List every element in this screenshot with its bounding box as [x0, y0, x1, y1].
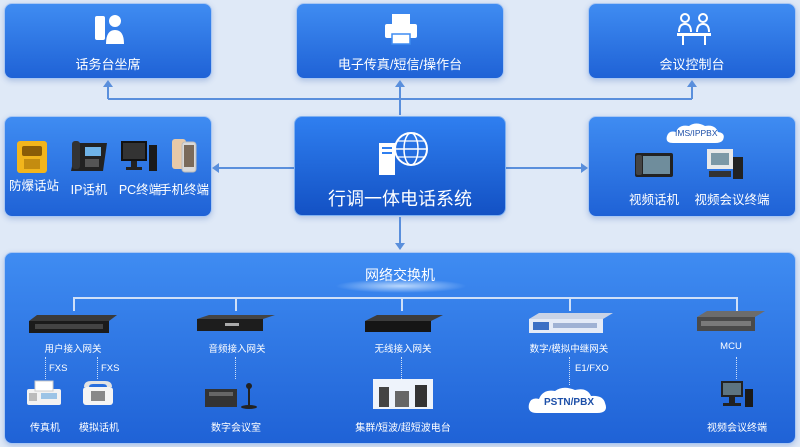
bus-drop-4: [569, 297, 571, 311]
drop-conf-room: [235, 357, 236, 379]
meeting-icon: [677, 13, 711, 45]
explosion-proof-phone-icon: [17, 141, 47, 173]
video-conf-terminal-icon: [721, 381, 753, 407]
arrow-up-icon: [103, 80, 113, 87]
audio-gateway-label: 音频接入网关: [208, 344, 266, 355]
analog-phone-icon: [83, 381, 113, 405]
fxs-label-2: FXS: [101, 363, 120, 374]
top-connector-mid: [399, 82, 401, 115]
bus-line: [73, 297, 737, 299]
analog-phone-label: 模拟话机: [79, 423, 119, 434]
drop-radio: [401, 357, 402, 379]
server-globe-icon: [379, 132, 428, 175]
conference-room-icon: [205, 383, 257, 409]
trunk-gateway-icon: [529, 313, 613, 333]
fax-machine-icon: [27, 380, 61, 405]
conference-room-label: 数字会议室: [211, 423, 261, 434]
drop-pstn: [569, 357, 570, 385]
ip-phone-icon: [71, 141, 107, 171]
core-title: 行调一体电话系统: [328, 189, 472, 209]
drop-video: [736, 357, 737, 379]
arrow-down-icon: [395, 243, 405, 250]
mcu-label: MCU: [720, 341, 742, 352]
pc-icon: [121, 141, 157, 171]
arrow-up-icon: [687, 80, 697, 87]
network-panel: 网络交换机 用户接入网关 音频接入网关 无线接入网关 数字/模拟中继网关 MCU: [4, 252, 796, 444]
mcu-icon: [697, 311, 765, 331]
video-phone-icon: [635, 153, 673, 177]
endpoints-panel: 防爆话站 IP话机 PC终端 手机终端: [4, 116, 212, 217]
bus-drop-5: [736, 297, 738, 311]
ims-label: IMS/IPPBX: [675, 128, 718, 138]
e1-fxo-label: E1/FXO: [575, 363, 609, 374]
fax-sms-panel: 电子传真/短信/操作台: [296, 3, 504, 79]
arrow-right-icon: [581, 163, 588, 173]
core-connector-left: [218, 167, 294, 169]
operator-label: 话务台坐席: [75, 57, 141, 72]
arrow-left-icon: [212, 163, 219, 173]
video-conference-icon: [707, 149, 743, 179]
bus-drop-2: [235, 297, 237, 311]
video-conf-label: 视频会议终端: [707, 423, 767, 434]
operator-icon: [95, 15, 124, 44]
drop-fax: [45, 357, 46, 379]
trunk-gateway-label: 数字/模拟中继网关: [529, 344, 609, 355]
pc-label: PC终端: [118, 183, 162, 197]
arrow-up-icon: [395, 80, 405, 87]
wireless-gateway-icon: [365, 315, 443, 332]
video-conf-terminal-label: 视频会议终端: [694, 193, 770, 207]
core-system-panel: 行调一体电话系统: [294, 116, 506, 216]
wireless-gateway-label: 无线接入网关: [374, 344, 432, 355]
video-panel: IMS/IPPBX 视频话机 视频会议终端: [588, 116, 796, 217]
top-connector-right: [691, 82, 693, 99]
explosion-proof-label: 防爆话站: [8, 179, 59, 193]
core-down-connector: [399, 217, 401, 243]
user-gateway-label: 用户接入网关: [44, 344, 102, 355]
user-gateway-icon: [29, 315, 117, 333]
bus-drop-3: [401, 297, 403, 311]
ip-phone-label: IP话机: [70, 183, 108, 197]
core-connector-right: [506, 167, 582, 169]
fxs-label-1: FXS: [49, 363, 68, 374]
conference-console-label: 会议控制台: [659, 57, 725, 72]
drop-analog: [97, 357, 98, 379]
top-connector-left: [107, 82, 109, 99]
fax-label: 传真机: [30, 423, 60, 434]
video-phone-label: 视频话机: [628, 193, 679, 207]
network-glow: [335, 279, 467, 293]
conference-console-panel: 会议控制台: [588, 3, 796, 79]
mobile-label: 手机终端: [158, 183, 209, 197]
radio-label: 集群/短波/超短波电台: [355, 423, 451, 434]
cloud-icon: [666, 123, 724, 143]
mobile-phone-icon: [172, 139, 197, 173]
audio-gateway-icon: [197, 315, 275, 331]
pstn-label: PSTN/PBX: [543, 397, 594, 408]
bus-drop-1: [73, 297, 75, 311]
operator-panel: 话务台坐席: [4, 3, 212, 79]
pstn-cloud-icon: [528, 387, 606, 413]
printer-icon: [385, 14, 417, 45]
radio-station-icon: [373, 379, 433, 409]
fax-sms-label: 电子传真/短信/操作台: [337, 57, 463, 72]
